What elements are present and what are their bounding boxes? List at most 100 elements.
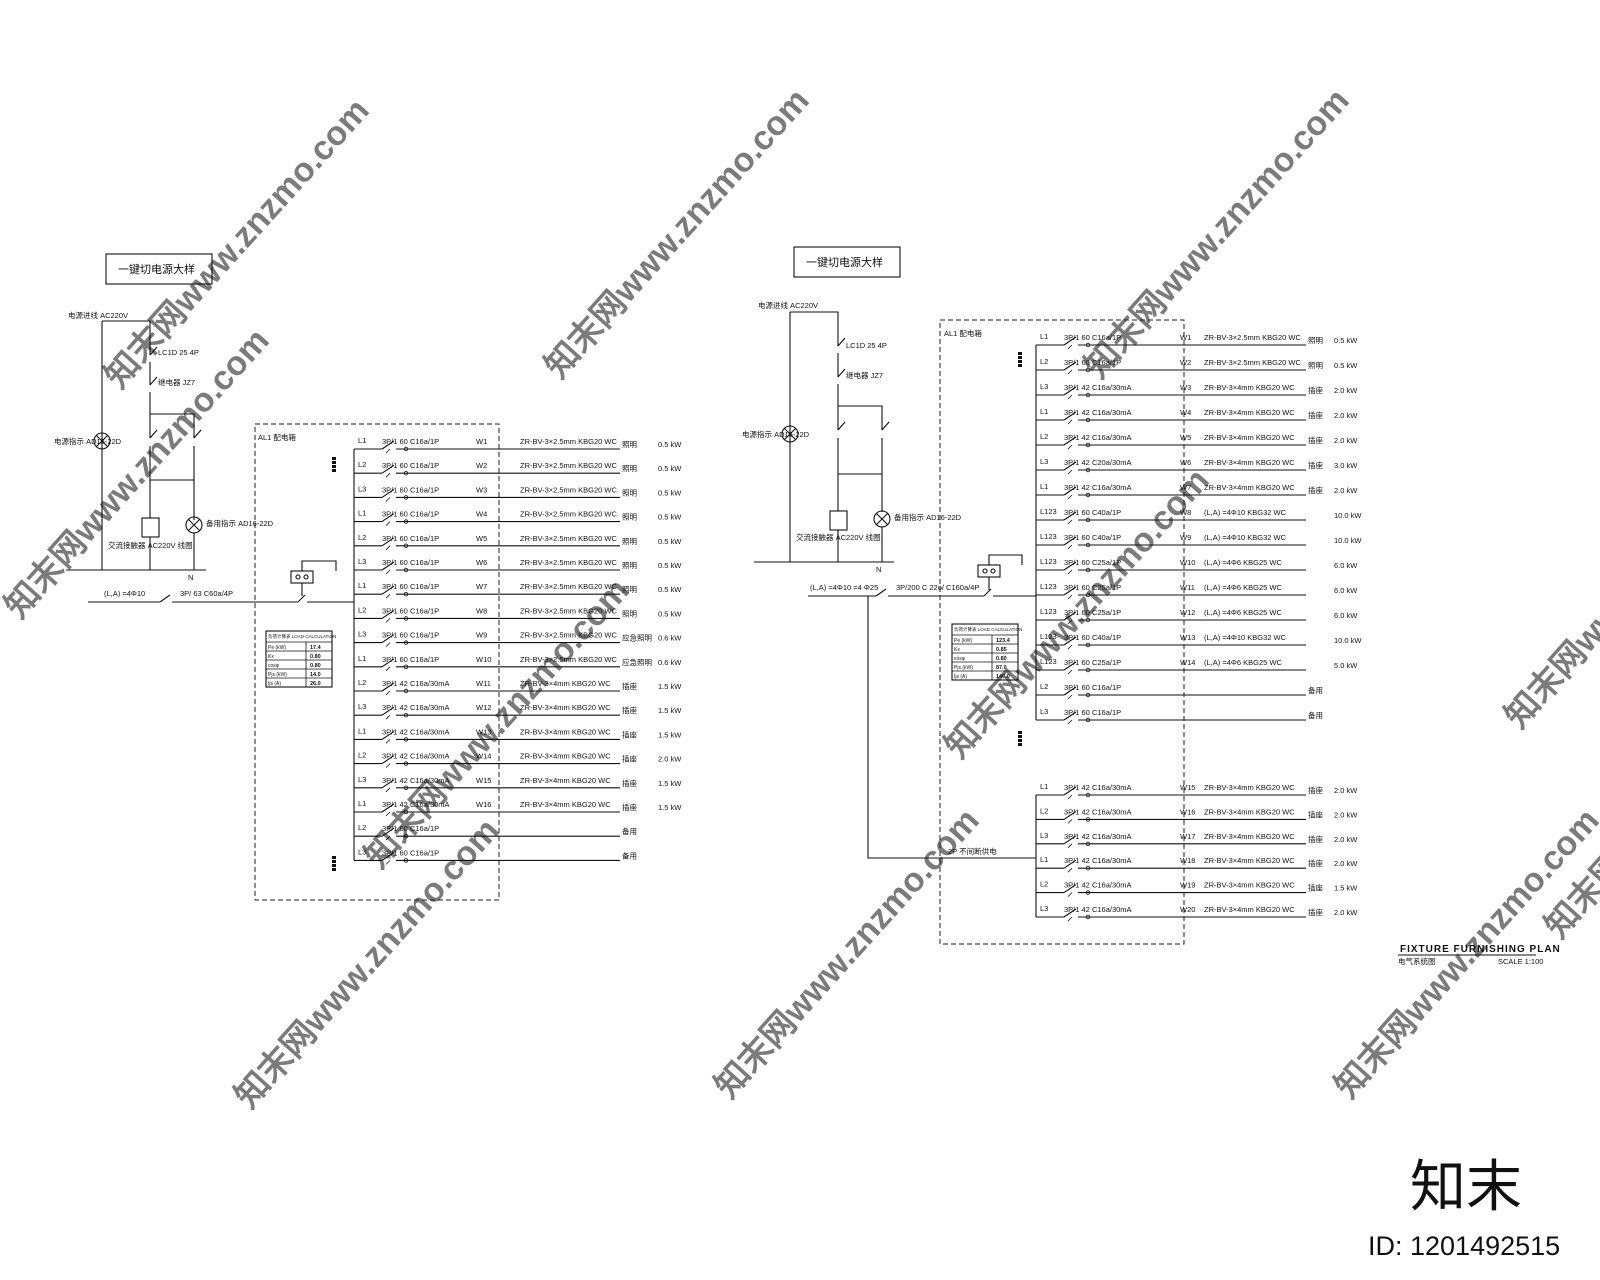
circuit-power: 0.5 kW xyxy=(658,585,682,594)
load-table-value: 123.4 xyxy=(996,638,1011,644)
right-changeover-circuit: 电源进线 AC220V LC1D 25 4P 继电器 JZ7 xyxy=(742,300,962,574)
circuit-phase: L2 xyxy=(1040,432,1048,441)
circuit-load: 照明 xyxy=(622,585,637,594)
circuit-phase: L1 xyxy=(1040,407,1048,416)
circuit-cable: ZR-BV-3×4mm KBG20 WC xyxy=(1204,856,1295,865)
circuit-phase: L2 xyxy=(358,605,366,614)
circuit-cable: ZR-BV-3×4mm KBG20 WC xyxy=(1204,905,1295,914)
circuit-cable: ZR-BV-3×4mm KBG20 WC xyxy=(520,679,611,688)
plan-title: FIXTURE FURNISHING PLAN xyxy=(1400,944,1561,955)
circuit-cable: ZR-BV-3×2.5mm KBG20 WC xyxy=(520,485,617,494)
circuit-number: W8 xyxy=(1180,508,1191,517)
load-table-key: Pjs (kW) xyxy=(268,672,287,678)
left-panel-boundary xyxy=(254,423,500,901)
circuit-cable: ZR-BV-3×4mm KBG20 WC xyxy=(1204,881,1295,890)
left-indicator-main: 电源指示 AD16-22D xyxy=(54,436,122,446)
circuit-cable: ZR-BV-3×4mm KBG20 WC xyxy=(1204,383,1295,392)
circuit-phase: L1 xyxy=(1040,782,1048,791)
load-table-value: 0.80 xyxy=(310,654,321,660)
watermark-text: 知末网www.znzmo.com xyxy=(1498,432,1600,736)
circuit-breaker-spec: 3P/1 60 C16a/1P xyxy=(382,582,439,591)
circuit-power: 2.0 kW xyxy=(658,755,682,764)
circuit-power: 10.0 kW xyxy=(1334,511,1362,520)
circuit-power: 2.0 kW xyxy=(1334,908,1358,917)
circuit-load: 照明 xyxy=(622,537,637,546)
title-block: FIXTURE FURNISHING PLAN 电气系统图 SCALE 1:10… xyxy=(1398,944,1561,966)
circuit-cable: ZR-BV-3×2.5mm KBG20 WC xyxy=(520,510,617,519)
circuit-breaker-spec: 3P/1 60 C16a/1P xyxy=(382,485,439,494)
right-title-box xyxy=(793,246,901,278)
circuit-load: 备用 xyxy=(1308,710,1323,720)
circuit-breaker-spec: 3P/1 60 C40a/1P xyxy=(1064,633,1121,642)
circuit-breaker-spec: 3P/1 42 C16a/30mA xyxy=(382,727,450,736)
circuit-cable: ZR-BV-3×4mm KBG20 WC xyxy=(520,727,611,736)
circuit-number: W6 xyxy=(1180,458,1191,467)
left-neutral-label: N xyxy=(188,573,193,582)
circuit-load: 插座 xyxy=(1308,834,1324,844)
circuit-breaker-spec: 3P/1 42 C16a/30mA xyxy=(1064,783,1132,792)
circuit-phase: L3 xyxy=(1040,382,1048,391)
left-changeover-circuit: 电源进线 AC220V LC1D 25 4P 继电器 JZ7 xyxy=(54,310,274,582)
right-panel-boundary xyxy=(939,319,1185,945)
circuit-load: 插座 xyxy=(622,729,637,739)
circuit-phase: L1 xyxy=(1040,855,1048,864)
circuit-cable: ZR-BV-3×2.5mm KBG20 WC xyxy=(520,437,617,446)
watermark-layer: 知末网www.znzmo.com知末网www.znzmo.com知末网www.z… xyxy=(0,82,1600,1116)
circuit-load: 照明 xyxy=(1308,361,1323,370)
circuit-power: 0.5 kW xyxy=(1334,361,1358,370)
circuit-cable: ZR-BV-3×4mm KBG20 WC xyxy=(1204,832,1295,841)
circuit-load: 插座 xyxy=(1308,809,1324,819)
circuit-breaker-spec: 3P/1 42 C16a/30mA xyxy=(1064,408,1132,417)
circuit-cable: ZR-BV-3×4mm KBG20 WC xyxy=(520,752,611,761)
circuit-number: W16 xyxy=(1180,807,1195,816)
circuit-load: 插座 xyxy=(622,681,637,691)
circuit-power: 2.0 kW xyxy=(1334,810,1358,819)
circuit-number: W9 xyxy=(476,631,487,640)
circuit-phase: L1 xyxy=(358,509,366,518)
circuit-load: 插座 xyxy=(1308,907,1324,917)
left-feeder: (L,A) =4Φ10 3P/ 63 C60a/4P xyxy=(88,560,354,603)
circuit-load: 插座 xyxy=(1308,385,1324,395)
circuit-number: W14 xyxy=(1180,658,1195,667)
circuit-phase: L123 xyxy=(1040,507,1057,516)
circuit-power: 0.6 kW xyxy=(658,658,682,667)
circuit-number: W9 xyxy=(1180,533,1191,542)
circuit-phase: L3 xyxy=(358,702,366,711)
load-table-key: Ijs (A) xyxy=(268,681,281,687)
right-main-breaker-label: 3P/200 C 22o/ C160a/4P xyxy=(896,583,979,592)
circuit-phase: L123 xyxy=(1040,632,1057,641)
circuit-power: 0.5 kW xyxy=(658,513,682,522)
circuit-phase: L3 xyxy=(358,847,366,856)
right-feeder-label: (L,A) =4Φ10 =4 Φ25 xyxy=(810,583,878,592)
circuit-cable: ZR-BV-3×2.5mm KBG20 WC xyxy=(520,558,617,567)
circuit-phase: L2 xyxy=(1040,682,1048,691)
left-source-label: 电源进线 AC220V xyxy=(68,310,128,320)
circuit-cable: ZR-BV-3×2.5mm KBG20 WC xyxy=(1204,358,1301,367)
load-table-header: 负荷计算表 LOAD CALCULATION xyxy=(954,626,1022,633)
circuit-power: 1.5 kW xyxy=(658,730,682,739)
circuit-phase: L1 xyxy=(1040,482,1048,491)
circuit-cable: ZR-BV-3×2.5mm KBG20 WC xyxy=(520,606,617,615)
circuit-phase: L3 xyxy=(1040,831,1048,840)
circuit-breaker-spec: 3P/1 60 C16a/1P xyxy=(1064,358,1121,367)
right-neutral-label: N xyxy=(876,565,881,574)
circuit-breaker-spec: 3P/1 42 C16a/30mA xyxy=(1064,905,1132,914)
circuit-load: 照明 xyxy=(622,513,637,522)
